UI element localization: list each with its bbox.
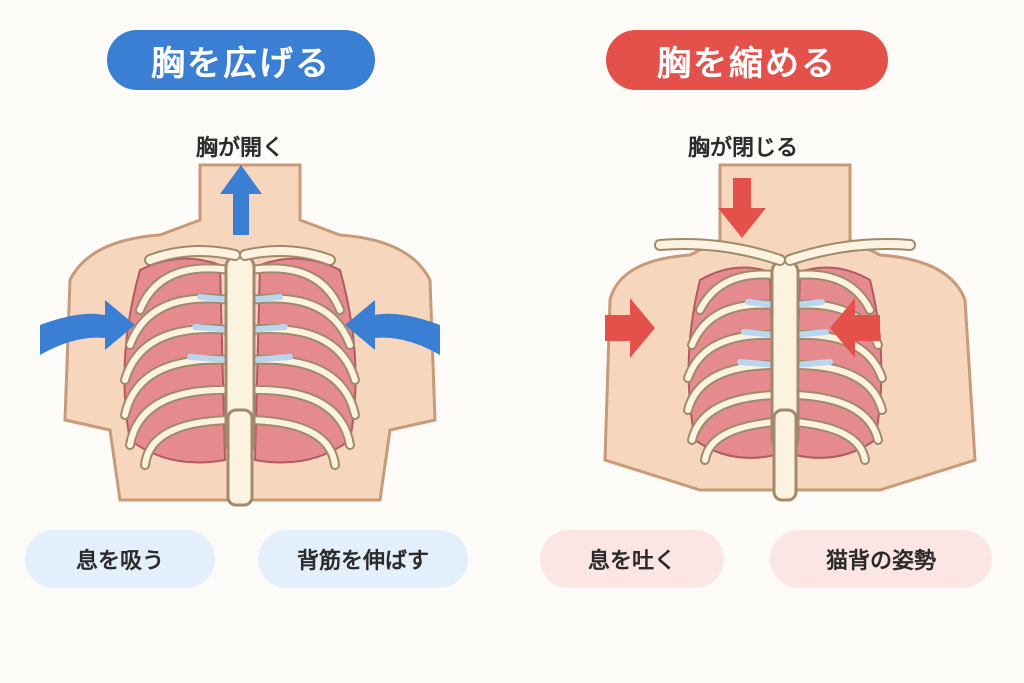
- down-arrow-icon: [718, 178, 766, 238]
- expanded-ribcage-illustration: [40, 163, 440, 507]
- straighten-back-pill: 背筋を伸ばす: [258, 530, 468, 588]
- left-clavicle: [146, 247, 239, 264]
- costal-cartilage: [187, 294, 293, 363]
- hunched-posture-pill: 猫背の姿勢: [770, 530, 992, 588]
- inhale-pill: 息を吸う: [25, 530, 215, 588]
- right-inward-arrow-icon: [345, 300, 440, 355]
- contract-chest-title: 胸を縮める: [606, 30, 888, 90]
- chest-opens-caption: 胸が開く: [195, 136, 284, 161]
- up-arrow-icon: [220, 165, 262, 235]
- spine: [226, 408, 254, 507]
- expand-chest-title: 胸を広げる: [107, 30, 375, 90]
- chest-closes-caption: 胸が閉じる: [687, 136, 798, 161]
- exhale-pill: 息を吐く: [540, 530, 724, 588]
- right-clavicle: [241, 247, 334, 264]
- contracted-ribcage-illustration: [603, 163, 977, 502]
- right-clavicle: [786, 240, 914, 264]
- right-inward-arrow-icon: [830, 298, 880, 358]
- spine: [772, 408, 798, 502]
- left-inward-arrow-icon: [40, 300, 135, 355]
- left-inward-arrow-icon: [605, 298, 655, 358]
- left-clavicle: [656, 240, 784, 264]
